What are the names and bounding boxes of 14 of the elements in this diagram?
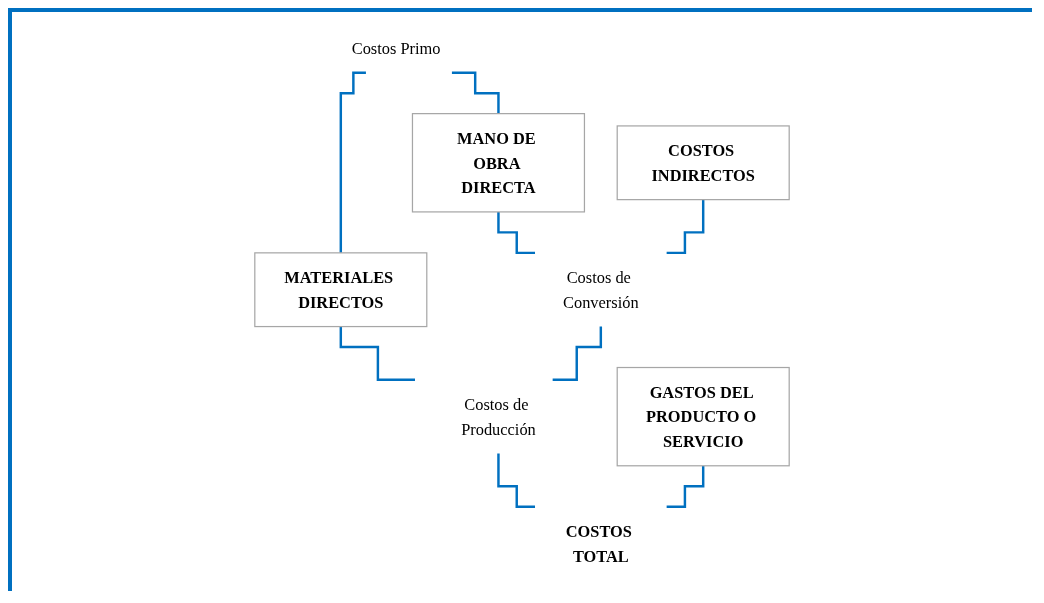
connector bbox=[339, 70, 366, 254]
node-text: Costos de Producción bbox=[461, 394, 536, 438]
node-text: Costos de Conversión bbox=[563, 267, 639, 311]
node-box: MATERIALES DIRECTOS bbox=[254, 251, 428, 327]
node-text: Costos Primo bbox=[351, 38, 441, 57]
connector bbox=[552, 324, 603, 381]
node-box: GASTOS DEL PRODUCTO O SERVICIO bbox=[616, 366, 790, 466]
connector bbox=[497, 451, 535, 508]
node-box: MANO DE OBRA DIRECTA bbox=[411, 112, 586, 213]
node-box: COSTOS INDIRECTOS bbox=[616, 124, 790, 200]
connector bbox=[451, 70, 500, 115]
node-text: COSTOS TOTAL bbox=[565, 521, 632, 565]
connector bbox=[497, 210, 535, 254]
connector bbox=[666, 464, 705, 508]
